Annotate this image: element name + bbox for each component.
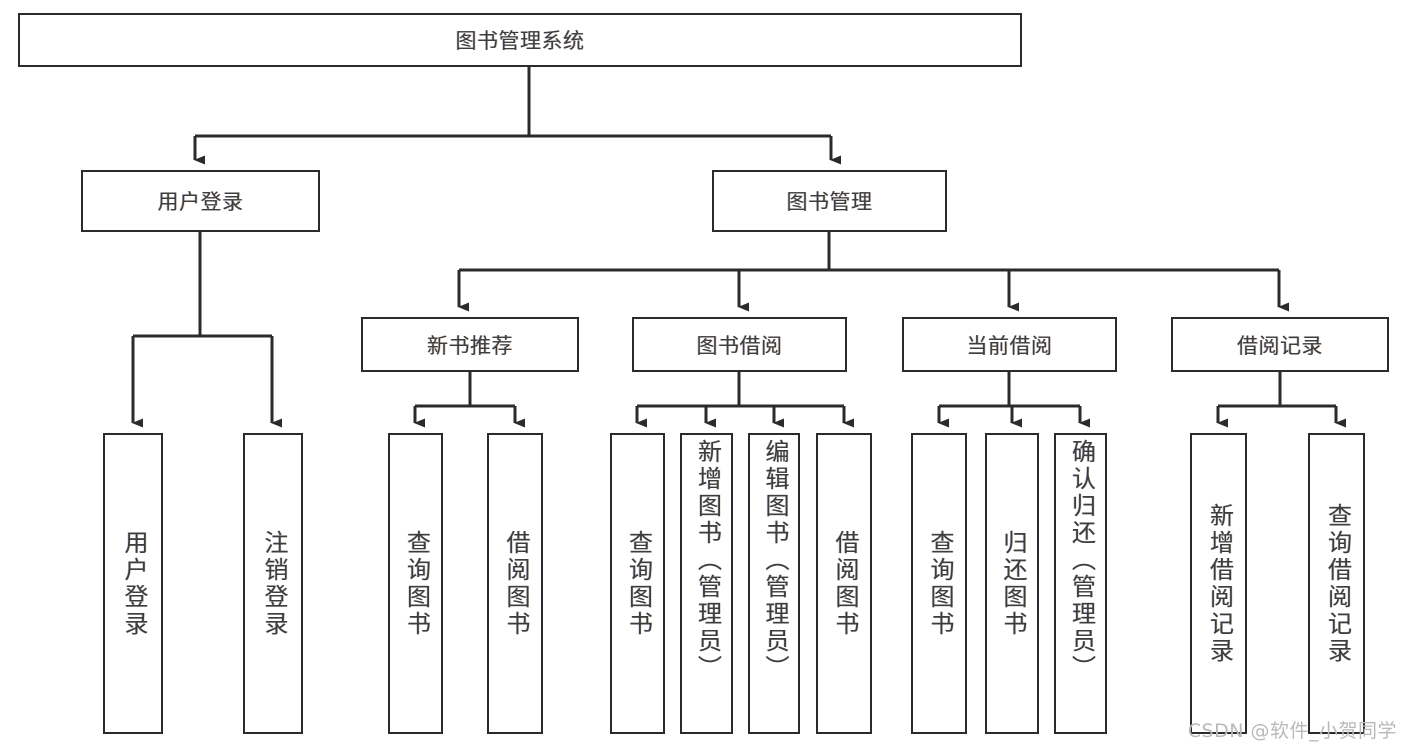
leaf-borrow-book-label: 借阅图书 xyxy=(830,529,859,638)
leaf-edit-book-admin-label: 编辑图书（管理员） xyxy=(760,439,789,682)
leaf-return-book[interactable]: 归还图书 xyxy=(985,433,1039,734)
leaf-add-book-admin[interactable]: 新增图书（管理员） xyxy=(680,433,733,734)
leaf-add-borrow-record-label: 新增借阅记录 xyxy=(1205,502,1234,665)
node-book-management-label: 图书管理 xyxy=(786,190,873,214)
node-user-login-label: 用户登录 xyxy=(157,190,244,214)
node-current-borrow[interactable]: 当前借阅 xyxy=(902,317,1117,372)
leaf-query-borrow-record[interactable]: 查询借阅记录 xyxy=(1308,433,1365,734)
watermark-text: CSDN @软件_小贺同学 xyxy=(1187,720,1397,742)
node-book-borrow-label: 图书借阅 xyxy=(696,333,783,358)
leaf-query-book-newbook-label: 查询图书 xyxy=(402,529,431,638)
node-borrow-record[interactable]: 借阅记录 xyxy=(1171,317,1389,372)
leaf-user-login[interactable]: 用户登录 xyxy=(103,433,163,734)
leaf-confirm-return-admin-label: 确认归还（管理员） xyxy=(1067,439,1096,682)
leaf-logout-label: 注销登录 xyxy=(259,529,288,638)
node-new-book-recommend[interactable]: 新书推荐 xyxy=(361,317,579,372)
leaf-user-login-label: 用户登录 xyxy=(119,529,148,638)
node-root[interactable]: 图书管理系统 xyxy=(18,13,1022,67)
leaf-query-book-borrow[interactable]: 查询图书 xyxy=(610,433,665,734)
node-book-management[interactable]: 图书管理 xyxy=(712,170,947,232)
node-book-borrow[interactable]: 图书借阅 xyxy=(632,317,847,372)
node-borrow-record-label: 借阅记录 xyxy=(1237,333,1323,358)
node-current-borrow-label: 当前借阅 xyxy=(966,333,1053,358)
node-new-book-recommend-label: 新书推荐 xyxy=(427,333,513,358)
leaf-query-borrow-record-label: 查询借阅记录 xyxy=(1323,502,1352,665)
leaf-borrow-book[interactable]: 借阅图书 xyxy=(816,433,872,734)
leaf-borrow-book-newbook-label: 借阅图书 xyxy=(501,529,530,638)
leaf-borrow-book-newbook[interactable]: 借阅图书 xyxy=(487,433,543,734)
leaf-logout[interactable]: 注销登录 xyxy=(243,433,303,734)
leaf-query-book-borrow-label: 查询图书 xyxy=(624,529,653,638)
leaf-query-book-newbook[interactable]: 查询图书 xyxy=(388,433,443,734)
node-user-login[interactable]: 用户登录 xyxy=(81,170,320,232)
leaf-query-book-current[interactable]: 查询图书 xyxy=(911,433,967,734)
leaf-return-book-label: 归还图书 xyxy=(998,529,1027,638)
leaf-confirm-return-admin[interactable]: 确认归还（管理员） xyxy=(1054,433,1107,734)
leaf-query-book-current-label: 查询图书 xyxy=(925,529,954,638)
node-root-label: 图书管理系统 xyxy=(455,29,585,53)
leaf-edit-book-admin[interactable]: 编辑图书（管理员） xyxy=(748,433,800,734)
leaf-add-book-admin-label: 新增图书（管理员） xyxy=(693,439,722,682)
leaf-add-borrow-record[interactable]: 新增借阅记录 xyxy=(1190,433,1247,734)
